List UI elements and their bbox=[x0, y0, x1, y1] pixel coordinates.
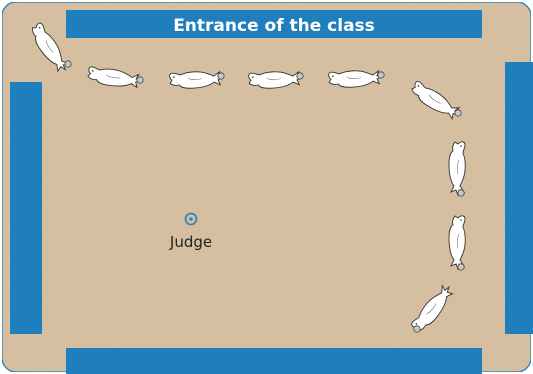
handler-marker-icon bbox=[457, 263, 465, 271]
entrance-label: Entrance of the class bbox=[173, 16, 375, 36]
handler-marker-icon bbox=[457, 189, 465, 197]
handler-marker-icon bbox=[454, 109, 462, 117]
handler-marker-icon bbox=[413, 325, 421, 333]
bottom-wall bbox=[66, 348, 482, 374]
top-wall bbox=[66, 10, 482, 38]
handler-marker-icon bbox=[296, 72, 304, 80]
handler-marker-icon bbox=[136, 76, 144, 84]
handler-marker-icon bbox=[64, 60, 72, 68]
left-wall bbox=[10, 82, 42, 334]
judge-target-icon bbox=[184, 212, 198, 226]
handler-marker-icon bbox=[217, 72, 225, 80]
handler-marker-icon bbox=[377, 71, 385, 79]
judge-label: Judge bbox=[169, 233, 212, 251]
right-wall bbox=[505, 62, 533, 334]
